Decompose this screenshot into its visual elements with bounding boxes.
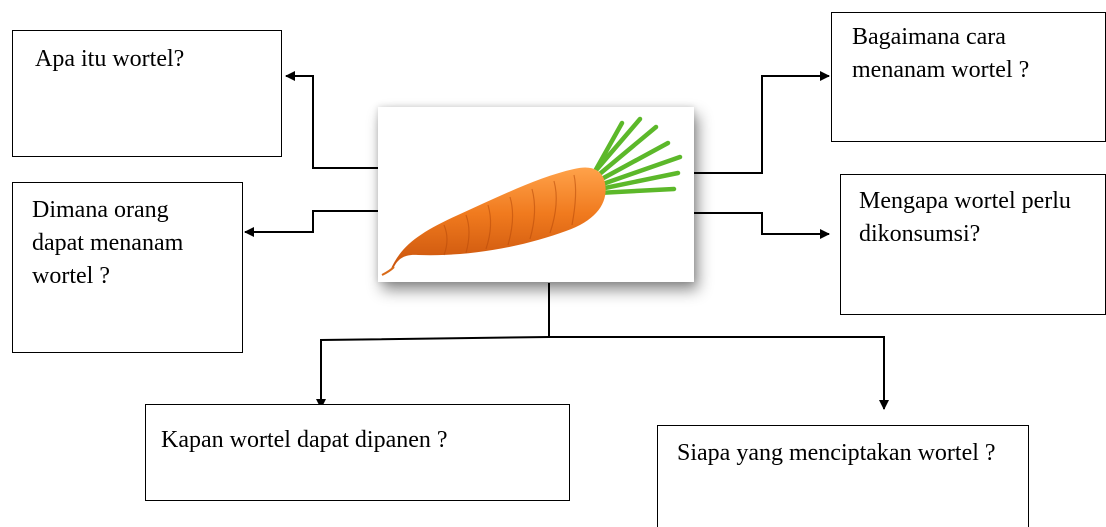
question-box-who: Siapa yang menciptakan wortel ? — [657, 425, 1029, 527]
connector-to-how — [694, 71, 830, 174]
carrot-ridges — [443, 174, 577, 256]
question-why-text: Mengapa wortel perlu dikonsumsi? — [859, 188, 1071, 248]
question-box-what: Apa itu wortel? — [12, 30, 282, 157]
question-what-text: Apa itu wortel? — [35, 46, 185, 72]
question-how-text: Bagaimana cara menanam wortel ? — [852, 24, 1030, 84]
connector-to-where — [244, 210, 378, 237]
question-box-how: Bagaimana cara menanam wortel ? — [831, 12, 1106, 142]
question-who-text: Siapa yang menciptakan wortel ? — [677, 440, 996, 466]
carrot-root — [390, 167, 606, 271]
connector-to-why — [694, 212, 830, 239]
connector-to-what — [285, 71, 378, 169]
question-where-text: Dimana orang dapat menanam wortel ? — [32, 197, 184, 290]
carrot-image — [378, 107, 694, 282]
connector-to-who — [549, 336, 889, 410]
question-box-why: Mengapa wortel perlu dikonsumsi? — [840, 174, 1106, 315]
question-box-when: Kapan wortel dapat dipanen ? — [145, 404, 570, 501]
carrot-icon — [381, 116, 683, 276]
carrot-greens — [589, 116, 683, 196]
question-box-where: Dimana orang dapat menanam wortel ? — [12, 182, 243, 353]
connector-to-when — [316, 336, 550, 409]
question-when-text: Kapan wortel dapat dipanen ? — [161, 427, 448, 453]
